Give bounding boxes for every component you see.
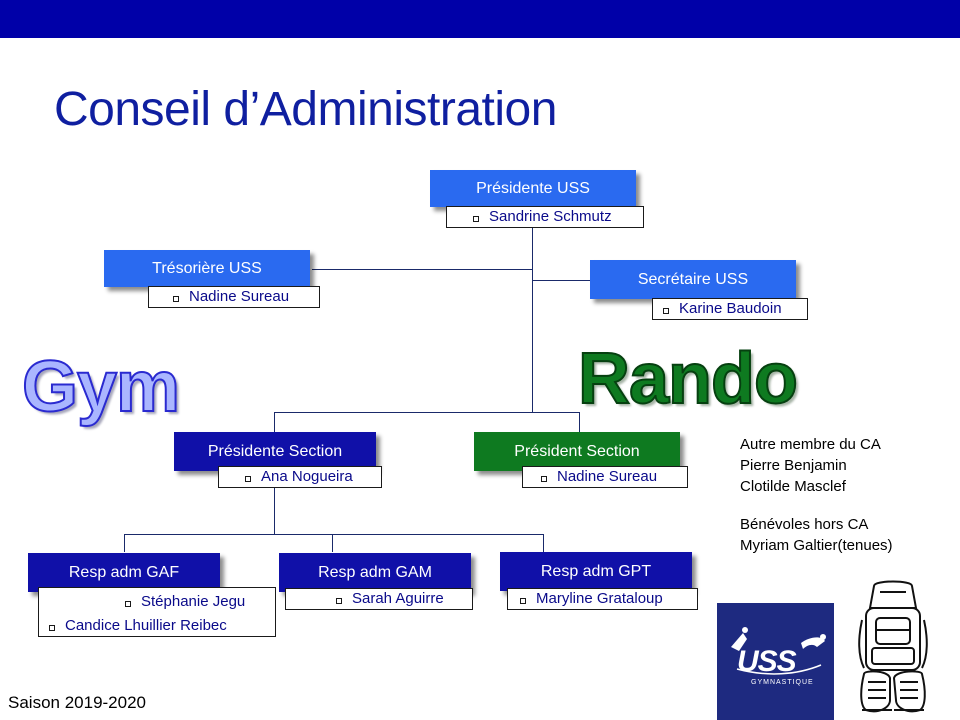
autre-membres-title: Autre membre du CA — [740, 436, 881, 453]
resp-gaf-names: Stéphanie Jegu Candice Lhuillier Reibec — [38, 587, 276, 637]
bullet-icon — [520, 598, 526, 604]
resp-gpt-box: Resp adm GPT — [500, 552, 692, 591]
secretaire-uss-role: Secrétaire USS — [637, 270, 749, 288]
gym-label: Gym — [21, 346, 181, 428]
bullet-icon — [473, 216, 479, 222]
secretaire-uss-name: Karine Baudoin — [679, 300, 782, 317]
connector-sections — [274, 412, 580, 413]
connector-gam-drop — [332, 534, 333, 552]
tresoriere-uss-name: Nadine Sureau — [189, 288, 290, 305]
bullet-icon — [336, 598, 342, 604]
resp-gam-names: Sarah Aguirre — [285, 588, 473, 610]
presidente-section-gym-role: Présidente Section — [207, 442, 343, 460]
resp-gpt-role: Resp adm GPT — [540, 562, 652, 580]
presidente-uss-role: Présidente USS — [476, 179, 590, 197]
autre-membre-item: Clotilde Masclef — [740, 478, 846, 495]
bullet-icon — [125, 600, 131, 607]
connector-secretaire — [532, 280, 592, 281]
resp-gam-box: Resp adm GAM — [279, 553, 471, 592]
bullet-icon — [245, 476, 251, 482]
rando-label: Rando — [577, 338, 799, 420]
connector-gym-drop — [274, 412, 275, 432]
presidente-section-gym-name: Ana Nogueira — [261, 468, 353, 485]
resp-gam-role: Resp adm GAM — [318, 563, 432, 581]
uss-logo-icon: USS GYMNASTIQUE — [717, 603, 834, 720]
top-bar — [0, 0, 960, 38]
president-section-rando-name: Nadine Sureau — [557, 468, 658, 485]
uss-logo-subtext: GYMNASTIQUE — [751, 679, 814, 686]
presidente-section-gym-box: Présidente Section — [174, 432, 376, 471]
presidente-uss-names: Sandrine Schmutz — [446, 206, 644, 228]
president-section-rando-names: Nadine Sureau — [522, 466, 688, 488]
resp-gpt-name: Maryline Grataloup — [536, 590, 663, 607]
bullet-icon — [173, 296, 179, 302]
autre-membres-block: Autre membre du CA Pierre Benjamin Cloti… — [740, 434, 881, 497]
bullet-icon — [49, 624, 55, 631]
presidente-uss-box: Présidente USS — [430, 170, 636, 207]
connector-gaf-drop — [124, 534, 125, 552]
resp-gpt-names: Maryline Grataloup — [507, 588, 698, 610]
connector-gpt-drop — [543, 534, 544, 552]
tresoriere-uss-role: Trésorière USS — [152, 259, 262, 277]
page-title: Conseil d’Administration — [54, 83, 557, 136]
tresoriere-uss-names: Nadine Sureau — [148, 286, 320, 308]
season-label: Saison 2019-2020 — [8, 693, 147, 712]
gymnast-figure-icon — [731, 627, 826, 675]
benevoles-title: Bénévoles hors CA — [740, 516, 869, 533]
tresoriere-uss-box: Trésorière USS — [104, 250, 310, 287]
benevoles-block: Bénévoles hors CA Myriam Galtier(tenues) — [740, 514, 893, 556]
connector-main-vertical — [532, 226, 533, 412]
connector-rando-drop — [579, 412, 580, 432]
presidente-section-gym-names: Ana Nogueira — [218, 466, 382, 488]
resp-gaf-role: Resp adm GAF — [68, 563, 180, 581]
autre-membre-item: Pierre Benjamin — [740, 457, 847, 474]
secretaire-uss-names: Karine Baudoin — [652, 298, 808, 320]
secretaire-uss-box: Secrétaire USS — [590, 260, 796, 299]
president-section-rando-box: Président Section — [474, 432, 680, 471]
resp-gaf-name-2: Candice Lhuillier Reibec — [65, 616, 227, 634]
connector-gym-down — [274, 487, 275, 534]
presidente-uss-name: Sandrine Schmutz — [489, 208, 612, 225]
uss-logo-text: USS — [737, 645, 797, 678]
bullet-icon — [541, 476, 547, 482]
backpack-icon — [858, 580, 928, 713]
resp-gaf-box: Resp adm GAF — [28, 553, 220, 592]
connector-resp — [124, 534, 544, 535]
president-section-rando-role: Président Section — [514, 442, 640, 460]
resp-gam-name: Sarah Aguirre — [352, 590, 444, 607]
resp-gaf-name-1: Stéphanie Jegu — [141, 592, 246, 610]
connector-tresoriere — [312, 269, 533, 270]
benevole-item: Myriam Galtier(tenues) — [740, 537, 893, 554]
bullet-icon — [663, 308, 669, 314]
